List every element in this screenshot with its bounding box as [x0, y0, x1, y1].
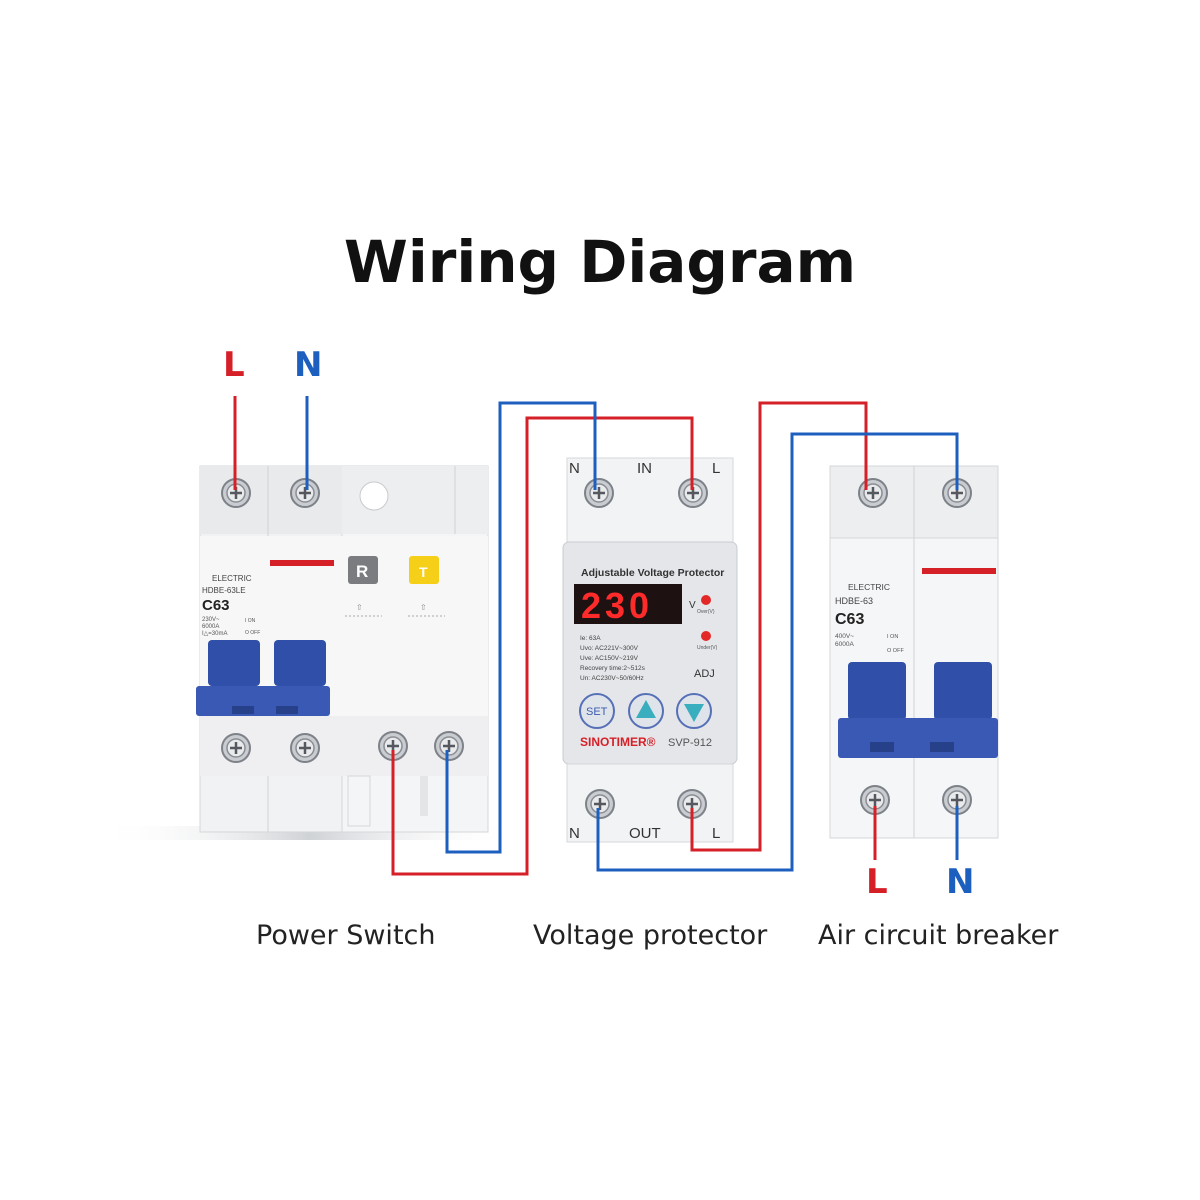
ps-spec-3: I△=30mA [202, 631, 227, 637]
vp-spec-5: Un: AC230V~50/60Hz [580, 675, 644, 682]
vp-spec-2: Uvo: AC221V~300V [580, 645, 639, 652]
caption-power-switch: Power Switch [256, 920, 436, 951]
vp-screw-out-N [584, 788, 616, 820]
load-live-label: L [866, 862, 888, 902]
acb-spec-2: 6000A [835, 641, 854, 648]
vp-in-l-label: L [712, 460, 720, 477]
vp-display [574, 584, 682, 624]
vp-spec-4: Recovery time:2~512s [580, 665, 646, 672]
acb-brand: ELECTRIC [848, 582, 890, 592]
vp-set-label: SET [586, 706, 608, 718]
wire-live-ps-to-vp [391, 416, 694, 876]
voltage-protector-device: N IN L Adjustable Voltage Protector 230 … [562, 457, 738, 843]
vp-over-label: Over(V) [697, 609, 715, 615]
wire-live-vp-to-acb [690, 401, 868, 852]
vp-out-label: OUT [629, 825, 661, 842]
acb-model: HDBE-63 [835, 596, 873, 606]
acb-handle-right[interactable] [934, 662, 992, 720]
vp-over-led [701, 595, 711, 605]
ps-screw-top-N [289, 477, 321, 509]
ps-screw-bottom-L [220, 732, 252, 764]
vp-screw-in-N [583, 477, 615, 509]
vp-out-n-label: N [569, 825, 580, 842]
svg-text:⇧: ⇧ [420, 603, 427, 612]
svg-text:⇧: ⇧ [356, 603, 363, 612]
status-stripe [270, 560, 334, 566]
supply-live-label: L [223, 345, 245, 385]
vp-unit: V [689, 600, 696, 611]
acb-screw-top-L [857, 477, 889, 509]
ps-screw-bottom-out-N [433, 730, 465, 762]
vp-adj-label: ADJ [694, 668, 715, 680]
wire-neutral-ps-to-vp [445, 401, 597, 854]
vp-spec-1: Ie: 63A [580, 635, 601, 642]
caption-air-breaker: Air circuit breaker [818, 920, 1059, 951]
reset-button[interactable] [348, 556, 378, 584]
test-button-label: T [419, 564, 428, 580]
vp-in-label: IN [637, 460, 652, 477]
acb-on-label: I ON [887, 634, 898, 640]
vp-in-n-label: N [569, 460, 580, 477]
vp-under-led [701, 631, 711, 641]
wires [233, 396, 959, 876]
ps-off-label: O OFF [245, 630, 260, 636]
vp-model: SVP-912 [668, 737, 712, 749]
ps-rating: C63 [202, 597, 230, 614]
power-switch-device: ELECTRIC HDBE-63LE C63 230V~ 6000A I△=30… [196, 465, 489, 833]
acb-handle-left[interactable] [848, 662, 906, 720]
vp-brand: SINOTIMER® [580, 735, 656, 749]
reset-button-label: R [356, 562, 368, 581]
vp-spec-3: Uve: AC150V~219V [580, 655, 639, 662]
ps-spec-1: 230V~ [202, 617, 220, 623]
ps-on-label: I ON [245, 618, 256, 624]
supply-neutral-label: N [294, 345, 323, 385]
vp-header: Adjustable Voltage Protector [581, 567, 724, 579]
caption-voltage-protector: Voltage protector [533, 920, 768, 951]
acb-rating: C63 [835, 611, 864, 628]
air-breaker-device: ELECTRIC HDBE-63 C63 400V~ 6000A I ON O … [829, 465, 999, 839]
vp-out-l-label: L [712, 825, 720, 842]
arrow-up-icon [636, 700, 656, 718]
diagram-title: Wiring Diagram [343, 228, 857, 296]
test-button[interactable] [409, 556, 439, 584]
acb-spec-1: 400V~ [835, 633, 854, 640]
vp-set-button[interactable] [579, 693, 615, 729]
ps-spec-2: 6000A [202, 624, 219, 630]
load-neutral-label: N [946, 862, 975, 902]
wire-neutral-vp-to-acb [596, 432, 959, 872]
ps-brand: ELECTRIC [212, 574, 252, 583]
ps-model: HDBE-63LE [202, 586, 246, 595]
ps-handle-right[interactable] [274, 640, 326, 686]
vp-display-value: 230 [581, 585, 653, 626]
arrow-down-icon [684, 704, 704, 722]
acb-off-label: O OFF [887, 648, 904, 654]
ps-screw-bottom-N [289, 732, 321, 764]
indicator-window [359, 481, 389, 511]
acb-status-stripe [922, 568, 996, 574]
vp-under-label: Under(V) [697, 645, 718, 651]
ps-handle-left[interactable] [208, 640, 260, 686]
